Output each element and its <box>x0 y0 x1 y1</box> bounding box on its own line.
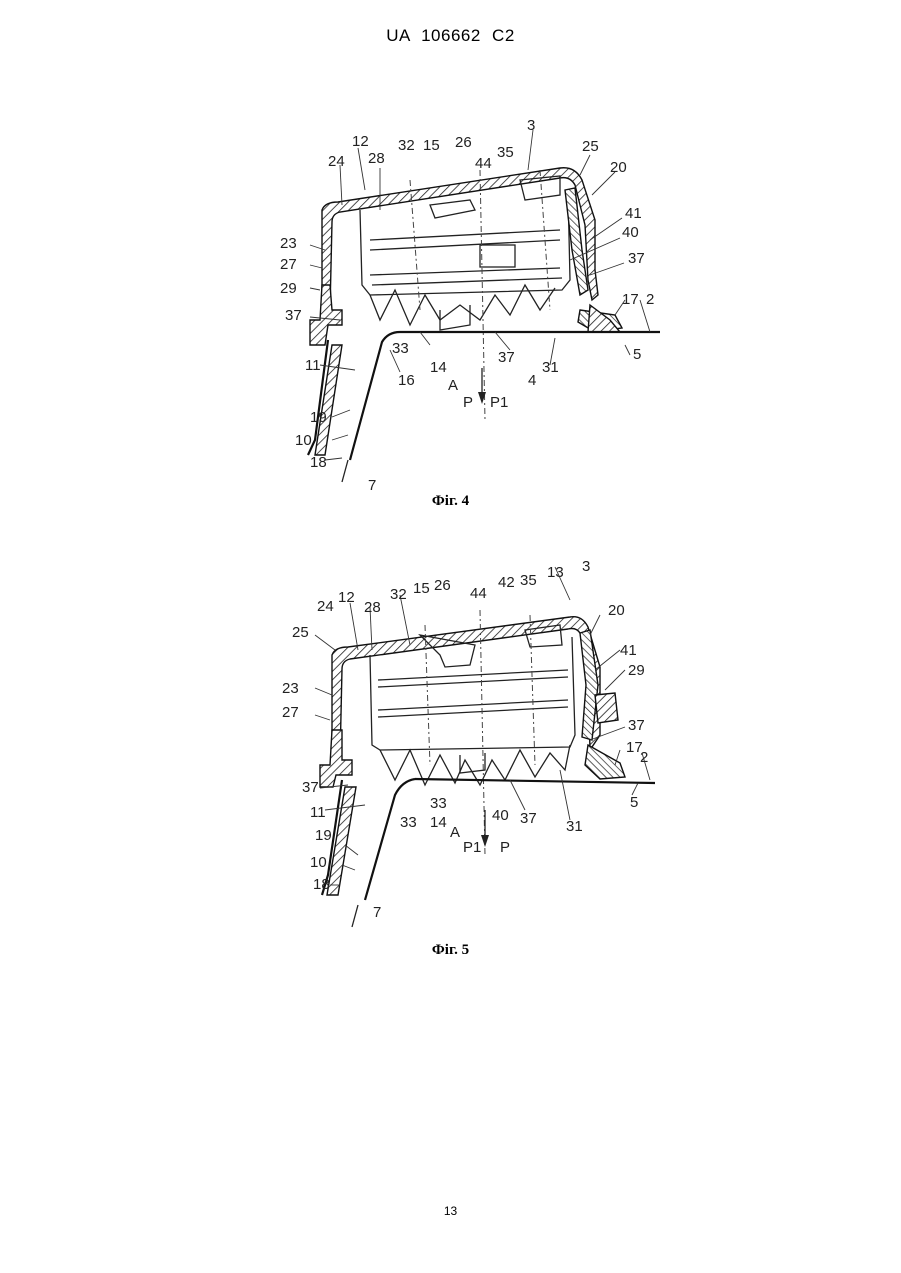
label-33: 33 <box>430 795 447 812</box>
label-35: 35 <box>497 144 514 161</box>
figure-5-caption: Фіг. 5 <box>0 942 901 959</box>
label-11: 11 <box>310 804 326 821</box>
label-19: 19 <box>310 409 327 426</box>
label-27: 27 <box>282 704 299 721</box>
label-3: 3 <box>527 117 535 134</box>
label-5: 5 <box>630 794 638 811</box>
label-A: A <box>450 824 460 841</box>
label-13: 13 <box>547 564 564 581</box>
label-7: 7 <box>368 477 376 494</box>
label-35: 35 <box>520 572 537 589</box>
label-23: 23 <box>282 680 299 697</box>
label-42: 42 <box>498 574 515 591</box>
label-31: 31 <box>542 359 559 376</box>
label-P: P <box>463 394 473 411</box>
label-31: 31 <box>566 818 583 835</box>
label-37: 37 <box>302 779 319 796</box>
label-28: 28 <box>364 599 381 616</box>
label-37: 37 <box>520 810 537 827</box>
label-19: 19 <box>315 827 332 844</box>
label-25: 25 <box>582 138 599 155</box>
label-18: 18 <box>310 454 327 471</box>
label-23: 23 <box>280 235 297 252</box>
label-P1: P1 <box>463 839 481 856</box>
label-16: 16 <box>398 372 415 389</box>
figure-4-caption: Фіг. 4 <box>0 493 901 510</box>
label-A: A <box>448 377 458 394</box>
label-41: 41 <box>620 642 637 659</box>
label-25: 25 <box>292 624 309 641</box>
label-37: 37 <box>498 349 515 366</box>
label-37: 37 <box>285 307 302 324</box>
label-11: 11 <box>305 357 321 374</box>
label-40: 40 <box>492 807 509 824</box>
figure-4-drawing: 12 24 28 32 15 26 44 35 3 25 20 41 40 23… <box>270 110 670 495</box>
label-2: 2 <box>646 291 654 308</box>
label-26: 26 <box>434 577 451 594</box>
label-32: 32 <box>398 137 415 154</box>
label-14: 14 <box>430 814 447 831</box>
figure-5-drawing: 24 12 28 32 15 26 44 42 35 13 3 20 25 41… <box>270 555 670 940</box>
label-15: 15 <box>413 580 430 597</box>
label-32: 32 <box>390 586 407 603</box>
label-2: 2 <box>640 749 648 766</box>
label-20: 20 <box>610 159 627 176</box>
label-41: 41 <box>625 205 642 222</box>
label-33: 33 <box>392 340 409 357</box>
label-26: 26 <box>455 134 472 151</box>
label-12: 12 <box>352 133 369 150</box>
label-12: 12 <box>338 589 355 606</box>
label-29: 29 <box>280 280 297 297</box>
label-37: 37 <box>628 250 645 267</box>
label-27: 27 <box>280 256 297 273</box>
label-17: 17 <box>622 291 639 308</box>
label-3: 3 <box>582 558 590 575</box>
label-5: 5 <box>633 346 641 363</box>
label-24: 24 <box>317 598 334 615</box>
label-18: 18 <box>313 876 330 893</box>
label-10: 10 <box>310 854 327 871</box>
label-28: 28 <box>368 150 385 167</box>
label-4: 4 <box>528 372 536 389</box>
label-37: 37 <box>628 717 645 734</box>
label-44: 44 <box>475 155 492 172</box>
label-20: 20 <box>608 602 625 619</box>
label-24: 24 <box>328 153 345 170</box>
label-P: P <box>500 839 510 856</box>
label-33: 33 <box>400 814 417 831</box>
patent-header: UA 106662 C2 <box>0 26 901 46</box>
label-29: 29 <box>628 662 645 679</box>
page-number: 13 <box>0 1204 901 1218</box>
label-10: 10 <box>295 432 312 449</box>
label-P1: P1 <box>490 394 508 411</box>
label-15: 15 <box>423 137 440 154</box>
label-40: 40 <box>622 224 639 241</box>
label-44: 44 <box>470 585 487 602</box>
label-14: 14 <box>430 359 447 376</box>
label-7: 7 <box>373 904 381 921</box>
